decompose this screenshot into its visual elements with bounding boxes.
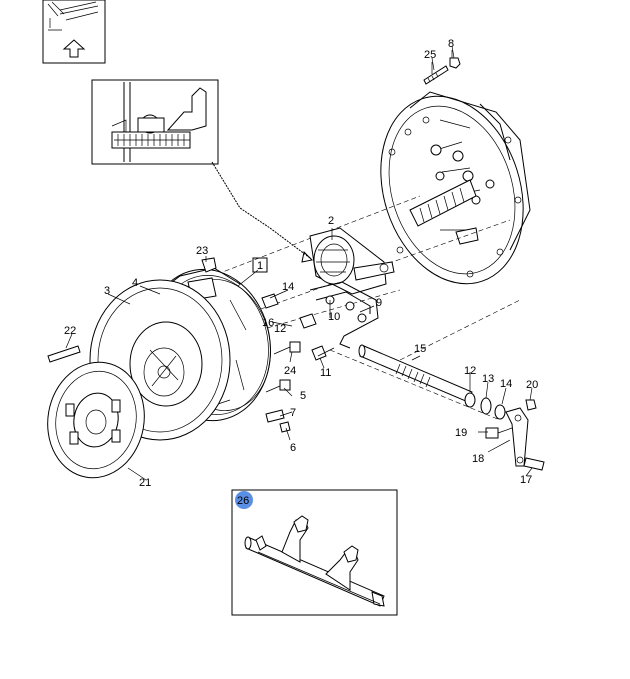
part-11-bolt (311, 345, 335, 361)
assembly-axis-lower (329, 299, 521, 421)
part-19-bolt (485, 427, 513, 439)
label-24: 24 (284, 365, 296, 377)
part-6-bolt (279, 421, 291, 433)
detail-leader-line (211, 161, 311, 259)
release-fork-shaft-icon (244, 515, 385, 607)
label-6: 6 (290, 442, 296, 454)
svg-text:1: 1 (257, 260, 263, 272)
label-5: 5 (300, 390, 306, 402)
clutch-disc-icon (47, 361, 145, 479)
label-18: 18 (472, 453, 484, 465)
part-14-washer (494, 404, 506, 420)
part-12-bushing (464, 392, 476, 408)
part-5-bolt (265, 379, 291, 393)
part-22-dowel (47, 345, 81, 363)
release-fork-shaft-inset: 26 (231, 489, 398, 616)
part-24-bolt (273, 341, 301, 355)
part-7-pin (265, 409, 285, 423)
part-23-nut (201, 257, 217, 273)
label-20: 20 (526, 379, 538, 391)
label-12-left: 12 (274, 323, 286, 335)
label-23: 23 (196, 245, 208, 257)
label-7: 7 (290, 407, 296, 419)
label-3: 3 (104, 285, 110, 297)
part-17-pin (523, 457, 545, 471)
label-9: 9 (376, 297, 382, 309)
label-12-right: 12 (464, 365, 476, 377)
label-22: 22 (64, 325, 76, 337)
part-18-lever (505, 407, 529, 467)
release-fork (261, 281, 379, 349)
label-25: 25 (424, 49, 436, 61)
part-25-stud (423, 57, 449, 85)
seal-detail-inset (91, 79, 219, 165)
part-8-nut (449, 45, 461, 69)
label-1-box: 1 (252, 257, 268, 273)
part-13-seal (480, 397, 492, 415)
label-11: 11 (320, 367, 331, 379)
label-14-right: 14 (500, 378, 512, 390)
up-arrow-icon (62, 39, 86, 58)
label-19: 19 (455, 427, 467, 439)
label-2: 2 (328, 215, 334, 227)
svg-text:26: 26 (237, 495, 249, 507)
label-21: 21 (139, 477, 151, 489)
label-13: 13 (482, 373, 494, 385)
label-15: 15 (414, 343, 426, 355)
gearbox-housing-icon (380, 91, 531, 285)
label-4: 4 (132, 277, 138, 289)
orientation-inset (42, 0, 106, 64)
label-16: 16 (262, 317, 274, 329)
label-8: 8 (448, 38, 454, 50)
release-bearing-icon (309, 227, 395, 295)
part-26-badge: 26 (235, 491, 253, 509)
label-14-left: 14 (282, 281, 294, 293)
label-10: 10 (328, 311, 340, 323)
leader-lines (65, 50, 533, 481)
label-17: 17 (520, 474, 532, 486)
part-20-nut (525, 399, 537, 411)
